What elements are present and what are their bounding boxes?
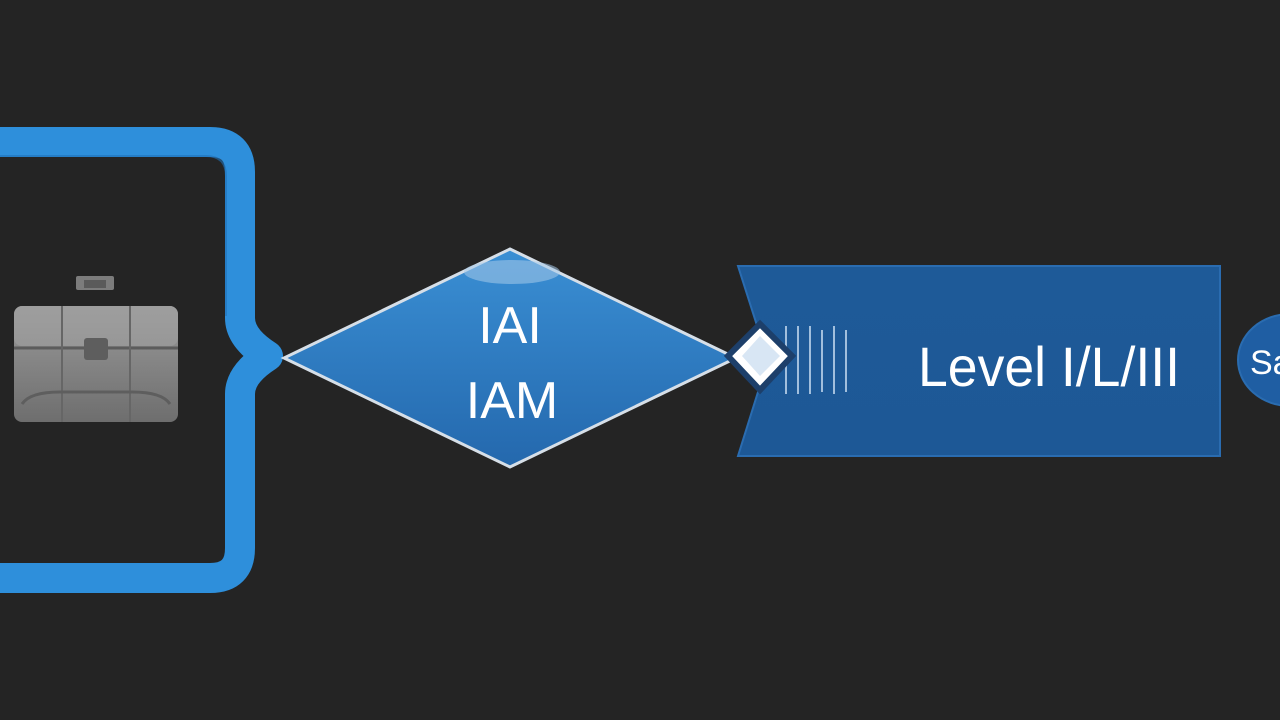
connector-diamond-icon xyxy=(723,319,797,395)
partial-circle-node[interactable]: Sa xyxy=(1237,313,1280,407)
decision-label-line1: IAI xyxy=(478,297,542,355)
group-bracket-frame xyxy=(0,127,283,593)
decision-diamond-node[interactable]: IAI IAM xyxy=(280,247,740,469)
decision-label-line2: IAM xyxy=(466,372,558,430)
level-banner-node[interactable]: Level I/L/III xyxy=(736,265,1221,457)
partial-circle-label: Sa xyxy=(1250,344,1280,382)
briefcase-icon xyxy=(14,276,178,422)
level-label: Level I/L/III xyxy=(918,335,1180,398)
group-bracket-inner-edge xyxy=(0,155,227,316)
